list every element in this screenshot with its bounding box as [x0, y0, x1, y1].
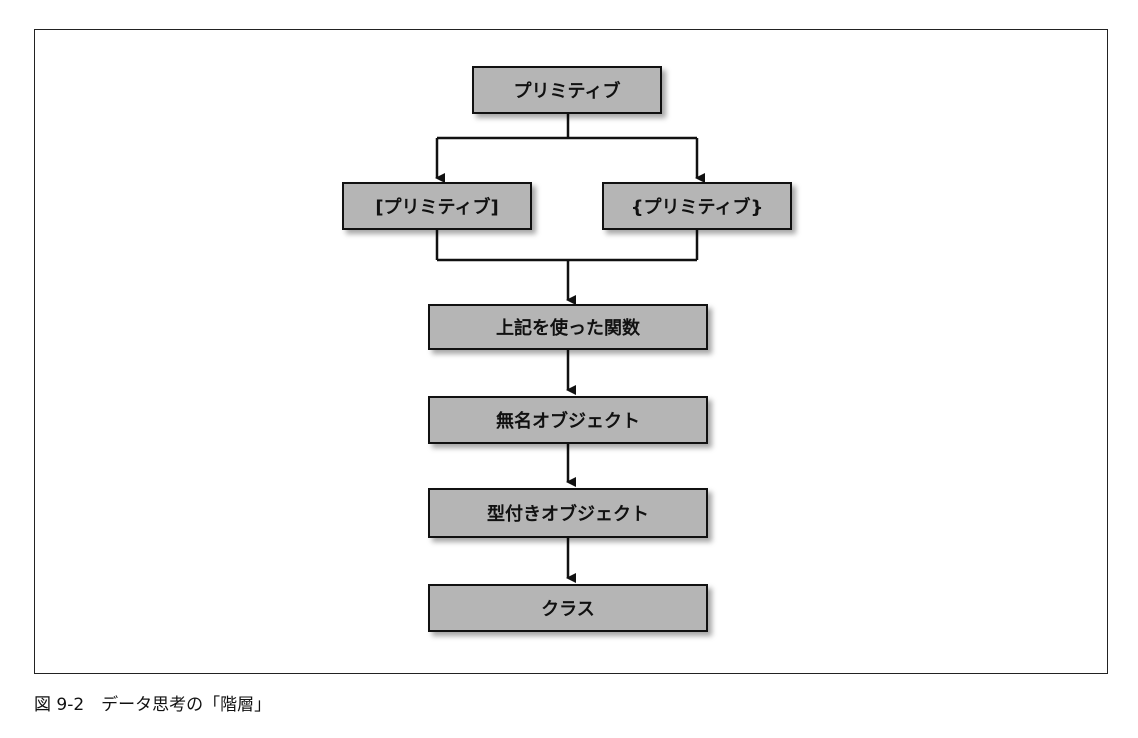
node-class: クラス	[428, 584, 708, 632]
figure-frame	[34, 29, 1108, 674]
node-array-primitive: [プリミティブ]	[342, 182, 532, 230]
node-typed-object: 型付きオブジェクト	[428, 488, 708, 538]
node-anonymous-object: 無名オブジェクト	[428, 396, 708, 444]
node-object-primitive: {プリミティブ}	[602, 182, 792, 230]
figure-caption: 図 9-2 データ思考の「階層」	[34, 695, 272, 715]
node-functions: 上記を使った関数	[428, 304, 708, 350]
node-primitive: プリミティブ	[472, 66, 662, 114]
